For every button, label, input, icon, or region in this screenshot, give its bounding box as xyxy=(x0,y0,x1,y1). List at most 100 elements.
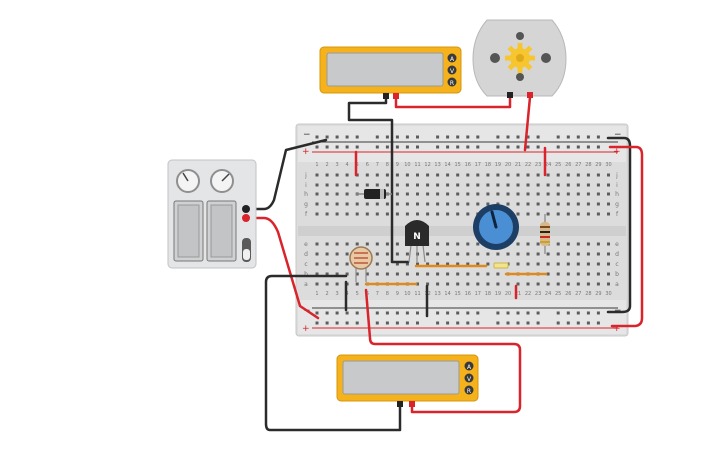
mode-v-dial[interactable] xyxy=(464,373,474,383)
rail-hole[interactable] xyxy=(536,145,540,149)
multimeter-bottom-probe-black[interactable] xyxy=(397,401,403,407)
terminal-hole[interactable] xyxy=(566,192,570,196)
terminal-hole[interactable] xyxy=(486,173,490,177)
terminal-hole[interactable] xyxy=(516,192,520,196)
terminal-hole[interactable] xyxy=(496,252,500,256)
terminal-hole[interactable] xyxy=(446,282,450,286)
terminal-hole[interactable] xyxy=(476,173,480,177)
terminal-hole[interactable] xyxy=(607,282,610,286)
terminal-hole[interactable] xyxy=(526,183,530,187)
terminal-hole[interactable] xyxy=(375,173,379,177)
rail-hole[interactable] xyxy=(516,135,520,139)
rail-hole[interactable] xyxy=(385,311,389,315)
multimeter-top-modes[interactable]: A V R xyxy=(447,53,457,88)
small-capacitor[interactable] xyxy=(493,262,509,269)
terminal-hole[interactable] xyxy=(566,262,570,266)
terminal-hole[interactable] xyxy=(556,262,560,266)
terminal-hole[interactable] xyxy=(405,252,409,256)
terminal-hole[interactable] xyxy=(546,183,550,187)
wire-black-bottom-meter[interactable] xyxy=(264,274,402,432)
rail-hole[interactable] xyxy=(556,321,560,325)
terminal-hole[interactable] xyxy=(426,192,430,196)
rail-hole[interactable] xyxy=(516,145,520,149)
terminal-hole[interactable] xyxy=(456,262,460,266)
terminal-hole[interactable] xyxy=(496,202,500,206)
rail-hole[interactable] xyxy=(405,321,409,325)
terminal-hole[interactable] xyxy=(546,252,550,256)
terminal-hole[interactable] xyxy=(466,272,470,276)
terminal-hole[interactable] xyxy=(335,183,339,187)
terminal-hole[interactable] xyxy=(335,272,339,276)
terminal-hole[interactable] xyxy=(315,272,319,276)
terminal-hole[interactable] xyxy=(486,282,490,286)
terminal-hole[interactable] xyxy=(596,202,600,206)
terminal-hole[interactable] xyxy=(526,252,530,256)
terminal-hole[interactable] xyxy=(566,272,570,276)
power-supply-terminal-negative[interactable] xyxy=(242,205,250,213)
terminal-hole[interactable] xyxy=(456,183,460,187)
terminal-hole[interactable] xyxy=(576,183,580,187)
terminal-hole[interactable] xyxy=(607,242,610,246)
terminal-hole[interactable] xyxy=(436,192,440,196)
rail-hole[interactable] xyxy=(526,311,530,315)
terminal-hole[interactable] xyxy=(395,202,399,206)
rail-hole[interactable] xyxy=(576,145,580,149)
rail-hole[interactable] xyxy=(566,145,570,149)
terminal-hole[interactable] xyxy=(566,202,570,206)
wire-red-meter-to-motor[interactable] xyxy=(394,95,512,109)
terminal-hole[interactable] xyxy=(375,272,379,276)
terminal-hole[interactable] xyxy=(315,202,319,206)
terminal-hole[interactable] xyxy=(456,282,460,286)
terminal-hole[interactable] xyxy=(456,212,460,216)
multimeter-top[interactable]: A V R xyxy=(319,46,462,99)
rail-hole[interactable] xyxy=(436,321,440,325)
terminal-hole[interactable] xyxy=(466,173,470,177)
rail-hole[interactable] xyxy=(385,321,389,325)
rail-hole[interactable] xyxy=(496,311,500,315)
terminal-hole[interactable] xyxy=(446,212,450,216)
rail-hole[interactable] xyxy=(405,311,409,315)
terminal-hole[interactable] xyxy=(375,212,379,216)
multimeter-bottom[interactable]: A V R xyxy=(336,354,479,407)
terminal-hole[interactable] xyxy=(576,212,580,216)
terminal-hole[interactable] xyxy=(325,262,329,266)
terminal-hole[interactable] xyxy=(596,262,600,266)
terminal-hole[interactable] xyxy=(416,282,419,286)
rail-hole[interactable] xyxy=(395,321,399,325)
terminal-hole[interactable] xyxy=(395,242,399,246)
terminal-hole[interactable] xyxy=(335,242,339,246)
rail-hole[interactable] xyxy=(576,311,580,315)
terminal-hole[interactable] xyxy=(516,242,520,246)
rail-hole[interactable] xyxy=(576,135,580,139)
terminal-hole[interactable] xyxy=(546,262,550,266)
terminal-hole[interactable] xyxy=(536,192,540,196)
terminal-hole[interactable] xyxy=(556,252,560,256)
terminal-hole[interactable] xyxy=(395,212,399,216)
terminal-hole[interactable] xyxy=(325,252,329,256)
terminal-hole[interactable] xyxy=(607,212,610,216)
terminal-hole[interactable] xyxy=(516,212,520,216)
terminal-hole[interactable] xyxy=(315,212,319,216)
terminal-hole[interactable] xyxy=(395,272,399,276)
terminal-hole[interactable] xyxy=(536,183,540,187)
terminal-hole[interactable] xyxy=(466,192,470,196)
terminal-hole[interactable] xyxy=(526,282,530,286)
wire-red-motor-to-rail[interactable] xyxy=(523,95,532,152)
terminal-hole[interactable] xyxy=(325,272,329,276)
rail-hole[interactable] xyxy=(506,145,510,149)
rail-hole[interactable] xyxy=(596,145,600,149)
rail-hole[interactable] xyxy=(416,321,419,325)
rail-hole[interactable] xyxy=(496,145,500,149)
terminal-hole[interactable] xyxy=(405,212,409,216)
rail-hole[interactable] xyxy=(446,321,450,325)
terminal-hole[interactable] xyxy=(325,242,329,246)
terminal-hole[interactable] xyxy=(546,173,550,177)
mode-r-dial[interactable] xyxy=(464,385,474,395)
terminal-hole[interactable] xyxy=(436,272,440,276)
terminal-hole[interactable] xyxy=(416,262,419,266)
terminal-hole[interactable] xyxy=(456,202,460,206)
rail-hole[interactable] xyxy=(436,135,440,139)
terminal-hole[interactable] xyxy=(426,252,430,256)
terminal-hole[interactable] xyxy=(385,212,389,216)
terminal-hole[interactable] xyxy=(596,192,600,196)
